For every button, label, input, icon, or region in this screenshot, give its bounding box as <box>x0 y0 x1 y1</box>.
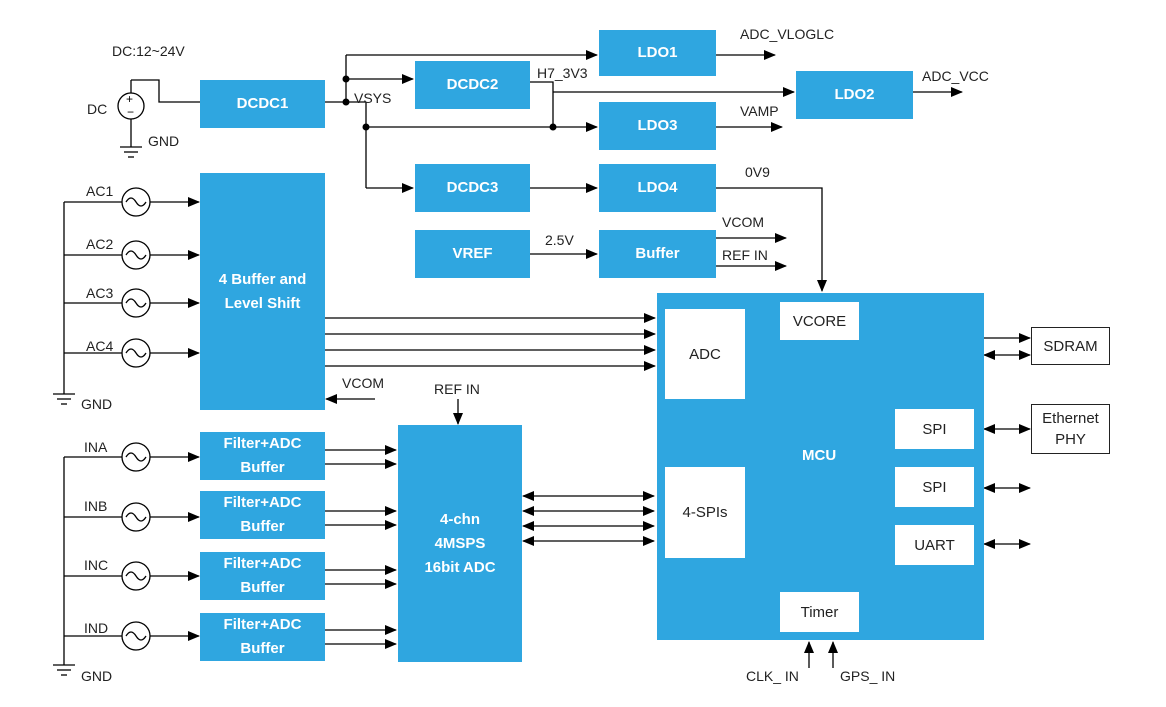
ina-label: INA <box>84 439 108 455</box>
ethernet-line2: PHY <box>1055 431 1086 448</box>
ac-gnd-label: GND <box>81 396 113 412</box>
dc-label: DC <box>87 101 108 117</box>
filter-b-line1: Filter+ADC <box>223 494 302 511</box>
dcdc3-block: DCDC3 <box>415 164 530 212</box>
external-adc-block: 4-chn 4MSPS 16bit ADC <box>398 425 522 662</box>
vsys-label: VSYS <box>354 90 392 106</box>
mcu-adc: ADC <box>665 309 745 399</box>
filter-adc-buffer-d: Filter+ADC Buffer <box>200 613 325 661</box>
filter-adc-buffer-c: Filter+ADC Buffer <box>200 552 325 600</box>
filter-c-line2: Buffer <box>240 579 285 596</box>
buffer-level-shift-block: 4 Buffer and Level Shift <box>200 173 325 410</box>
dcdc1-block: DCDC1 <box>200 80 325 128</box>
ldo4-block: LDO4 <box>599 164 716 212</box>
inb-label: INB <box>84 498 108 514</box>
adc-ref-in-label: REF IN <box>434 381 480 397</box>
h7-3v3-label: H7_3V3 <box>537 65 588 81</box>
ethernet-line1: Ethernet <box>1042 410 1099 427</box>
ina-source-symbol <box>121 442 151 472</box>
mcu-spi-2: SPI <box>895 467 974 507</box>
inc-source-symbol <box>121 561 151 591</box>
power-gnd-label: GND <box>148 133 180 149</box>
adc-line1: 4-chn <box>439 510 480 528</box>
ethernet-phy-box: Ethernet PHY <box>1031 404 1110 454</box>
ldo1-block: LDO1 <box>599 30 716 76</box>
ac3-source-symbol <box>121 288 151 318</box>
vcom-out-label: VCOM <box>722 214 764 230</box>
gps-in-label: GPS_ IN <box>840 668 896 684</box>
filter-d-line1: Filter+ADC <box>223 616 302 633</box>
ac1-label: AC1 <box>86 183 114 199</box>
mcu-4-spis: 4-SPIs <box>665 467 745 558</box>
analog-gnd-label: GND <box>81 668 113 684</box>
ldo3-block: LDO3 <box>599 102 716 150</box>
ac3-label: AC3 <box>86 285 114 301</box>
buffer-level-shift-line2: Level Shift <box>224 294 301 312</box>
adc-vloglc-label: ADC_VLOGLC <box>740 26 835 42</box>
buffer-block: Buffer <box>599 230 716 278</box>
adc-vcc-label: ADC_VCC <box>922 68 989 84</box>
sdram-box: SDRAM <box>1031 327 1110 365</box>
filter-adc-buffer-b: Filter+ADC Buffer <box>200 491 325 539</box>
2v5-label: 2.5V <box>545 232 574 248</box>
inb-source-symbol <box>121 502 151 532</box>
filter-b-line2: Buffer <box>240 518 285 535</box>
mcu-vcore: VCORE <box>780 302 859 340</box>
ac1-source-symbol <box>121 187 151 217</box>
supply-voltage-label: DC:12~24V <box>112 43 185 59</box>
ldo2-block: LDO2 <box>796 71 913 119</box>
vamp-label: VAMP <box>740 103 779 119</box>
ind-label: IND <box>84 620 109 636</box>
mcu-spi-1: SPI <box>895 409 974 449</box>
0v9-label: 0V9 <box>745 164 770 180</box>
clk-in-label: CLK_ IN <box>746 668 799 684</box>
filter-d-line2: Buffer <box>240 640 285 657</box>
filter-a-line1: Filter+ADC <box>223 435 302 452</box>
ref-in-out-label: REF IN <box>722 247 768 263</box>
vcom-in-label: VCOM <box>342 375 384 391</box>
vref-block: VREF <box>415 230 530 278</box>
mcu-title: MCU <box>802 447 837 464</box>
ac4-label: AC4 <box>86 338 114 354</box>
ind-source-symbol <box>121 621 151 651</box>
filter-a-line2: Buffer <box>240 459 285 476</box>
filter-adc-buffer-a: Filter+ADC Buffer <box>200 432 325 480</box>
inc-label: INC <box>84 557 109 573</box>
ac2-label: AC2 <box>86 236 114 252</box>
ac2-source-symbol <box>121 240 151 270</box>
mcu-uart: UART <box>895 525 974 565</box>
ac4-source-symbol <box>121 338 151 368</box>
adc-line2: 4MSPS <box>434 534 486 552</box>
mcu-timer: Timer <box>780 592 859 632</box>
buffer-level-shift-line1: 4 Buffer and <box>218 270 307 288</box>
svg-text:+: + <box>126 92 133 106</box>
svg-text:−: − <box>127 105 134 119</box>
dcdc2-block: DCDC2 <box>415 61 530 109</box>
adc-line3: 16bit ADC <box>424 558 496 576</box>
filter-c-line1: Filter+ADC <box>223 555 302 572</box>
